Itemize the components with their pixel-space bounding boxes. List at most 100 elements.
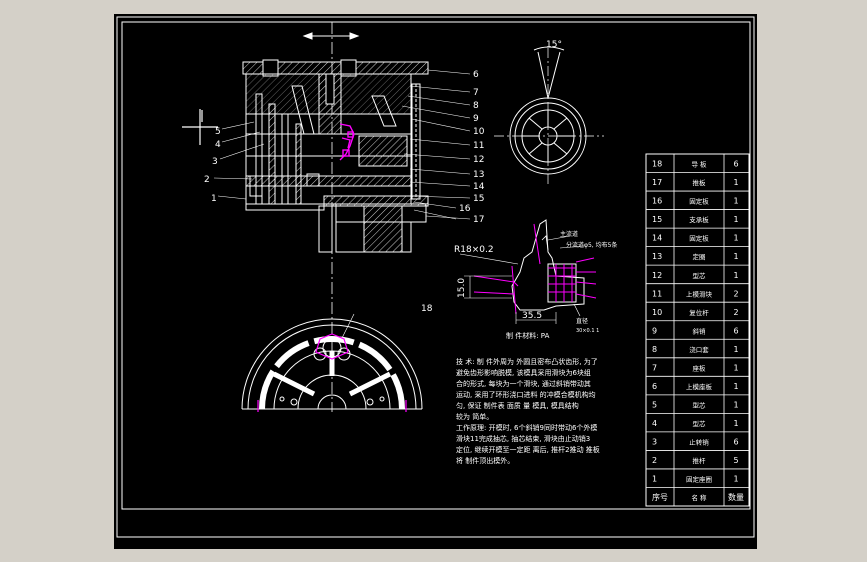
table-cell-name: 推板 [693, 178, 707, 187]
inner-frame [121, 21, 751, 510]
table-cell-name: 支承板 [689, 215, 709, 224]
table-cell-no: 2 [652, 456, 657, 465]
table-cell-no: 4 [652, 419, 657, 428]
angle-label: 15° [546, 40, 562, 50]
table-cell-no: 6 [652, 382, 657, 391]
callout-8: 8 [473, 101, 479, 111]
table-cell-no: 13 [652, 252, 662, 261]
note-line: 匀, 保证 制件表 面质 量 模具, 模具结构 [456, 401, 579, 410]
table-cell-qty: 1 [733, 252, 738, 261]
table-cell-no: 7 [652, 363, 657, 372]
table-cell-qty: 1 [733, 215, 738, 224]
table-cell-qty: 2 [733, 308, 738, 317]
detail-spec-value: 30×0.1 1 [576, 328, 599, 334]
table-cell-qty: 1 [733, 419, 738, 428]
callout-10: 10 [473, 127, 485, 137]
section-view [242, 59, 429, 253]
table-cell-no: 18 [652, 160, 662, 169]
note-line: 较为 简单。 [456, 412, 493, 421]
detail-width: 35.5 [522, 311, 542, 321]
table-cell-name: 固定板 [689, 197, 709, 206]
table-cell-no: 17 [652, 178, 662, 187]
assembly-drawing: 1 2 3 4 5 6 7 8 9 10 11 12 13 14 15 16 1… [116, 16, 755, 538]
callout-14: 14 [473, 182, 485, 192]
detail-radius: R18×0.2 [454, 245, 494, 255]
table-cell-no: 1 [652, 475, 657, 484]
table-cell-no: 16 [652, 197, 662, 206]
table-cell-name: 型芯 [693, 271, 707, 280]
table-cell-qty: 1 [733, 178, 738, 187]
plan-callout-18: 18 [421, 304, 433, 314]
direction-arrow-icon [302, 32, 360, 40]
table-cell-name: 固定板 [689, 234, 709, 243]
table-cell-name: 座板 [693, 363, 707, 372]
callout-1: 1 [211, 194, 217, 204]
table-header-no: 序号 [652, 492, 668, 502]
table-cell-no: 11 [652, 289, 662, 298]
callout-2: 2 [204, 175, 210, 185]
table-cell-no: 9 [652, 326, 657, 335]
table-cell-name: 上模座板 [686, 382, 713, 391]
table-cell-qty: 1 [733, 234, 738, 243]
table-cell-qty: 1 [733, 363, 738, 372]
cad-viewport[interactable]: 1 2 3 4 5 6 7 8 9 10 11 12 13 14 15 16 1… [114, 14, 757, 549]
table-cell-qty: 1 [733, 345, 738, 354]
table-cell-qty: 6 [733, 160, 738, 169]
detail-material: 制 件材料: PA [506, 331, 550, 340]
table-cell-qty: 5 [733, 456, 738, 465]
table-cell-qty: 6 [733, 326, 738, 335]
technical-notes: 技 术: 制 件外周为 外圆且密布凸状齿形, 为了 避免齿形影响脱模, 该模具采… [456, 357, 600, 465]
table-cell-name: 推杆 [693, 456, 707, 465]
plan-view [241, 313, 423, 410]
table-cell-no: 3 [652, 437, 657, 446]
note-line: 滑块11完成抽芯, 抽芯结束, 滑块由止动销3 [456, 434, 590, 443]
table-cell-qty: 2 [733, 289, 738, 298]
table-cell-no: 15 [652, 215, 662, 224]
table-cell-no: 10 [652, 308, 662, 317]
table-cell-qty: 1 [733, 197, 738, 206]
table-cell-name: 导 板 [691, 160, 707, 169]
note-line: 运动, 采用了环形浇口进料 的冲模合模机构均 [456, 390, 596, 399]
callout-7: 7 [473, 88, 479, 98]
table-cell-qty: 1 [733, 271, 738, 280]
table-cell-name: 上模滑块 [686, 289, 713, 298]
note-line: 将 制件顶出模外。 [456, 456, 514, 465]
table-cell-qty: 1 [733, 400, 738, 409]
note-line: 合的形式, 每块为一个滑块, 通过斜销带动其 [456, 379, 591, 388]
callout-11: 11 [473, 141, 484, 151]
callout-17: 17 [473, 215, 484, 225]
note-line: 工作原理: 开模时, 6个斜销9同时带动6个外模 [456, 423, 597, 432]
table-cell-name: 固定座圈 [686, 475, 712, 484]
callout-leaders [213, 69, 471, 220]
section-callouts: 1 2 3 4 5 6 7 8 9 10 11 12 13 14 15 16 1… [204, 70, 485, 225]
callout-4: 4 [215, 140, 221, 150]
table-cell-no: 5 [652, 400, 657, 409]
note-line: 避免齿形影响脱模, 该模具采用滑块为6块组 [456, 368, 591, 377]
callout-13: 13 [473, 170, 484, 180]
table-cell-name: 型芯 [693, 419, 707, 428]
table-header-qty: 数量 [728, 492, 744, 502]
table-cell-no: 14 [652, 234, 662, 243]
ucs-cursor-icon[interactable] [182, 109, 218, 145]
callout-9: 9 [473, 114, 479, 124]
detail-gate-label: 分流道φ5, 均布5条 [566, 241, 617, 249]
table-cell-name: 型芯 [693, 400, 707, 409]
detail-labels: R18×0.2 15.0 35.5 主流道 分流道φ5, 均布5条 直径 30×… [454, 230, 617, 340]
table-cell-no: 12 [652, 271, 662, 280]
callout-15: 15 [473, 194, 484, 204]
section-highlight [339, 123, 355, 161]
table-cell-name: 斜销 [693, 326, 707, 335]
callout-3: 3 [212, 157, 218, 167]
detail-height: 15.0 [457, 278, 467, 298]
detail-runner-label: 主流道 [560, 230, 578, 238]
detail-spec-label: 直径 [576, 317, 588, 325]
table-cell-qty: 1 [733, 475, 738, 484]
outer-frame [116, 16, 755, 538]
callout-5: 5 [215, 127, 221, 137]
table-header-name: 名 称 [691, 493, 707, 502]
callout-6: 6 [473, 70, 479, 80]
callout-12: 12 [473, 155, 484, 165]
table-cell-qty: 1 [733, 382, 738, 391]
table-cell-name: 止转销 [689, 437, 709, 446]
